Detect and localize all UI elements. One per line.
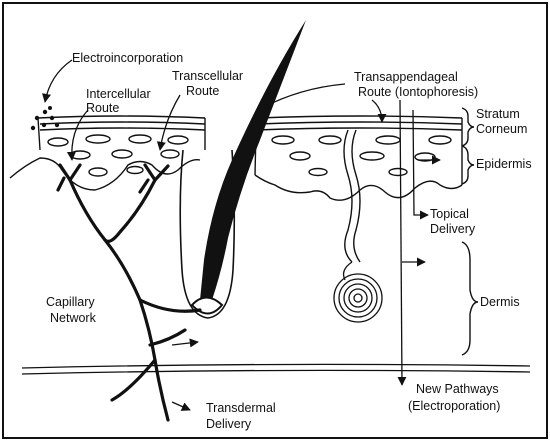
label-network: Network xyxy=(50,311,97,325)
arrows xyxy=(42,59,441,411)
left-skin-block xyxy=(9,115,206,191)
bracket-dermis xyxy=(461,241,479,356)
arrow-transcellular xyxy=(156,94,181,151)
follicle-sheath xyxy=(179,149,236,319)
label-electroporation: (Electroporation) xyxy=(408,399,500,413)
bracket-stratum xyxy=(461,107,475,147)
arrow-capillary-flow xyxy=(171,338,199,348)
labels: Electroincorporation Intercellular Route… xyxy=(46,51,532,431)
left-epidermis-wave xyxy=(9,157,201,191)
capillary-network xyxy=(56,163,202,422)
sweat-duct-line xyxy=(343,129,353,263)
bracket-epidermis xyxy=(461,145,475,185)
right-skin-block xyxy=(254,115,463,263)
label-topical: Topical xyxy=(430,207,469,221)
arrow-transdermal xyxy=(171,401,191,411)
arrow-intercellular xyxy=(66,109,89,161)
label-intercellular-route: Route xyxy=(86,101,119,115)
label-corneum: Corneum xyxy=(476,122,527,136)
layer-brackets xyxy=(461,107,479,356)
label-transappendageal-route: Route (Iontophoresis) xyxy=(358,85,478,99)
label-transappendageal: Transappendageal xyxy=(354,70,458,84)
dermis-lines xyxy=(21,363,531,375)
label-topical-delivery: Delivery xyxy=(430,222,476,236)
label-stratum: Stratum xyxy=(476,107,520,121)
arrow-transappendageal-2 xyxy=(371,99,387,123)
arrow-transappendageal xyxy=(261,83,346,109)
label-dermis: Dermis xyxy=(480,295,520,309)
label-transcellular-route: Route xyxy=(186,84,219,98)
label-electroincorporation: Electroincorporation xyxy=(72,51,183,65)
arrow-electroincorporation xyxy=(42,59,73,103)
label-new-pathways: New Pathways xyxy=(416,382,499,396)
particle-dots xyxy=(30,106,60,131)
right-surface-line xyxy=(257,115,463,119)
label-intercellular: Intercellular xyxy=(86,87,151,101)
left-surface-line xyxy=(37,115,206,119)
label-epidermis: Epidermis xyxy=(476,157,532,171)
hair-shaft xyxy=(200,20,306,304)
label-transcellular: Transcellular xyxy=(172,69,243,83)
label-capillary: Capillary xyxy=(46,295,95,309)
label-transdermal-delivery: Delivery xyxy=(206,417,252,431)
sweat-gland-spiral xyxy=(333,261,383,323)
label-transdermal: Transdermal xyxy=(206,401,276,415)
hair-follicle xyxy=(179,20,306,319)
arrow-new-pathways xyxy=(397,99,407,386)
arrow-topical-delivery xyxy=(412,109,429,220)
